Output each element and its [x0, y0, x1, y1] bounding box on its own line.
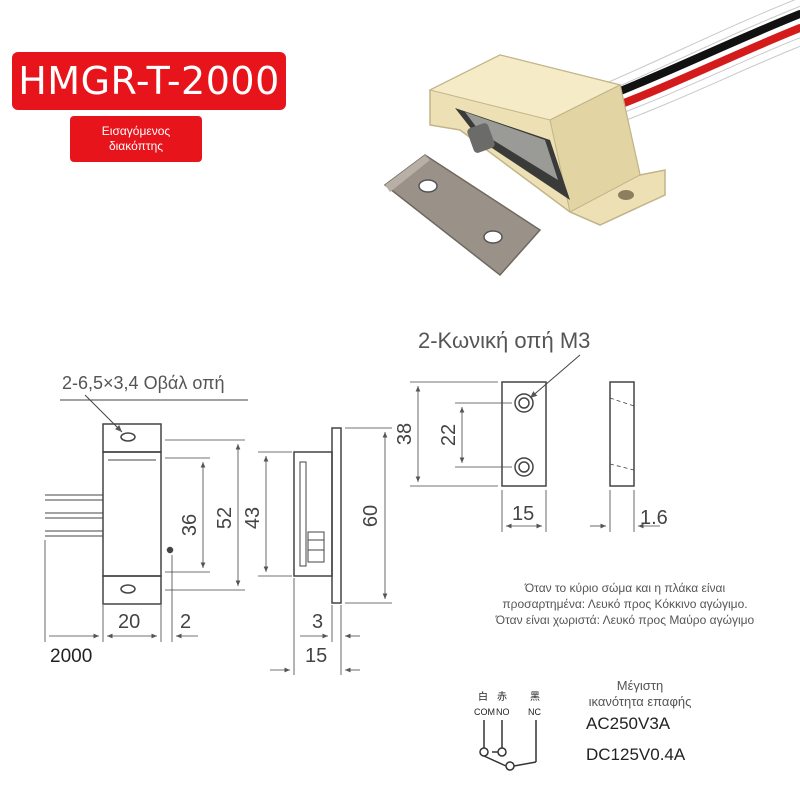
countersunk-hole-top: [514, 393, 534, 413]
countersunk-hole-bottom: [514, 457, 534, 477]
terminal-com-cn: 白: [478, 690, 488, 703]
dimension-labels: 20 2 36 52 43 60 3 15 38 22 15 1.6: [118, 423, 668, 667]
terminal-com: COM: [474, 707, 495, 717]
dim-60: 60: [360, 505, 382, 527]
metal-plate: [383, 154, 542, 277]
side-body: [293, 451, 333, 577]
plate-view: [410, 354, 660, 532]
contact-schematic: [479, 720, 537, 771]
dim-38: 38: [394, 423, 416, 445]
dim-3: 3: [312, 611, 323, 633]
type-label-line2: διακόπτης: [108, 139, 164, 153]
front-body: [102, 451, 162, 577]
rating-title: Μέγιστη ικανότητα επαφής: [560, 678, 720, 710]
oval-hole-bottom: [120, 584, 136, 594]
dim-15-plate: 15: [512, 503, 534, 525]
rating-title-line2: ικανότητα επαφής: [588, 694, 692, 709]
lead-pins: [45, 494, 103, 537]
front-view: [44, 394, 248, 642]
plate-front: [501, 381, 547, 487]
terminal-labels: 白 赤 黑 COM NO NC: [474, 690, 541, 717]
dim-15-side: 15: [305, 645, 327, 667]
type-label-line1: Εισαγόμενος: [101, 124, 171, 138]
dim-2: 2: [180, 611, 191, 633]
rating-dc: DC125V0.4A: [586, 745, 686, 764]
side-plate: [331, 427, 342, 604]
bottom-mount-tab: [102, 575, 162, 605]
wiring-note-line2: προσαρτημένα: Λευκό προς Κόκκινο αγώγιμο…: [502, 597, 748, 611]
lead-wires: [594, 0, 800, 127]
rating-title-line1: Μέγιστη: [616, 678, 664, 693]
rating-ac: AC250V3A: [586, 714, 671, 733]
top-mount-tab: [102, 423, 162, 453]
model-badge: HMGR-T-2000: [12, 52, 286, 110]
terminal-no-cn: 赤: [497, 691, 507, 703]
dim-36: 36: [179, 514, 201, 536]
wiring-note: Όταν το κύριο σώμα και η πλάκα είναι προ…: [450, 580, 800, 628]
side-view: [258, 427, 392, 675]
dim-22: 22: [438, 424, 460, 446]
slot-note: 2-6,5×3,4 Οβάλ οπή: [62, 373, 225, 393]
dim-1-6: 1.6: [640, 507, 668, 529]
plate-side: [609, 381, 635, 487]
technical-drawing: 20 2 36 52 43 60 3 15 38 22 15 1.6 2000 …: [44, 328, 686, 771]
terminal-nc: NC: [528, 707, 541, 717]
terminal-nc-cn: 黑: [530, 691, 540, 703]
product-photo: [383, 0, 800, 277]
terminal-no: NO: [496, 707, 510, 717]
wire-length: 2000: [50, 646, 92, 667]
dim-43: 43: [242, 507, 264, 529]
hole-note: 2-Κωνική οπή M3: [418, 328, 590, 353]
dim-20: 20: [118, 611, 140, 633]
type-badge: Εισαγόμενος διακόπτης: [70, 116, 202, 162]
oval-hole-top: [120, 432, 136, 442]
wiring-note-line1: Όταν το κύριο σώμα και η πλάκα είναι: [524, 581, 726, 595]
switch-body: [428, 54, 666, 226]
wiring-note-line3: Όταν είναι χωριστά: Λευκό προς Μαύρο αγώ…: [495, 613, 755, 627]
dim-52: 52: [214, 507, 236, 529]
